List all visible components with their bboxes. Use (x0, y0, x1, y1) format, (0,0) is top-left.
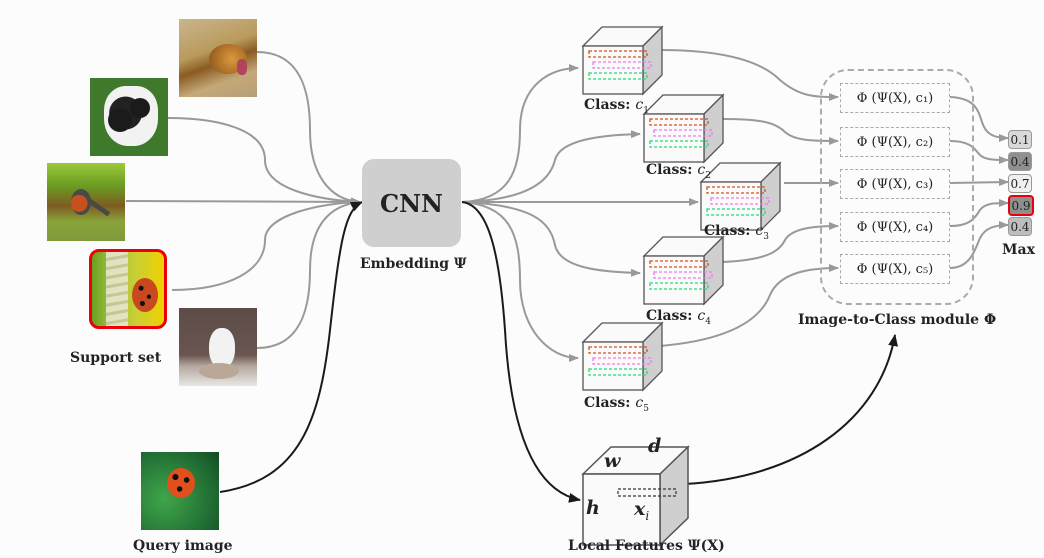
local-features-cube (581, 445, 690, 547)
phi-function-3: Φ (Ψ(X), c₃) (840, 169, 950, 199)
cnn-embedding-box: CNN (362, 159, 461, 247)
score-4-max: 0.9 (1008, 195, 1034, 216)
local-descriptor-stripe (649, 260, 709, 268)
local-descriptor-stripe (592, 357, 652, 365)
support-image-lion[interactable] (179, 19, 257, 97)
dim-d-label: d (648, 435, 662, 457)
cnn-to-class-arrows (461, 64, 699, 362)
support-to-cnn-arrows (125, 51, 361, 349)
local-descriptor-stripe (653, 271, 713, 279)
arrow-fox (256, 198, 361, 349)
class-cube-4 (642, 235, 725, 306)
local-descriptor-stripe (649, 118, 709, 126)
phi-function-2: Φ (Ψ(X), c₂) (840, 127, 950, 157)
arrow-ladybug (171, 198, 361, 291)
local-descriptor-stripe (710, 197, 770, 205)
local-descriptor-stripe (588, 72, 648, 80)
local-descriptor-stripe (706, 186, 766, 194)
local-descriptor-stripe (588, 368, 648, 376)
local-descriptor-stripe (653, 129, 713, 137)
class-to-module-arrows (659, 49, 839, 347)
support-image-dog[interactable] (90, 78, 168, 156)
class-cube-1 (581, 25, 664, 96)
dim-h-label: h (586, 497, 600, 519)
phi-function-1: Φ (Ψ(X), c₁) (840, 83, 950, 113)
class-cube-2 (642, 93, 725, 164)
class-feature-cubes (581, 25, 782, 392)
support-image-bird[interactable] (47, 163, 125, 241)
arrow-to-c2 (461, 130, 641, 203)
class-label-3: Class: c3 (704, 223, 769, 242)
module-to-score-arrows (949, 96, 1009, 269)
local-descriptor-stripe (649, 140, 709, 148)
local-descriptor-bar (617, 488, 677, 497)
query-image[interactable] (141, 452, 219, 530)
class-cube-5 (581, 321, 664, 392)
descriptor-label: xi (634, 498, 650, 523)
class-label-5: Class: c5 (584, 395, 649, 414)
score-5: 0.4 (1008, 217, 1032, 236)
score-1: 0.1 (1008, 130, 1032, 149)
support-set-label: Support set (70, 350, 162, 366)
query-to-cnn-arrow (219, 201, 363, 493)
class-label-2: Class: c2 (646, 162, 711, 181)
local-descriptor-stripe (592, 61, 652, 69)
arrow-to-c5 (461, 201, 579, 362)
arrow-bird (125, 197, 361, 206)
local-descriptor-stripe (588, 346, 648, 354)
local-features-label: Local Features Ψ(X) (568, 538, 725, 554)
module-label: Image-to-Class module Φ (798, 312, 997, 328)
class-label-4: Class: c4 (646, 308, 711, 327)
cnn-to-local-features-arrow (461, 201, 581, 503)
score-2: 0.4 (1008, 152, 1032, 171)
local-features-to-module-arrow (683, 334, 899, 485)
image-to-class-module (820, 69, 974, 305)
embedding-label: Embedding Ψ (360, 256, 467, 272)
max-label: Max (1002, 242, 1035, 258)
arrow-to-c1 (461, 64, 579, 203)
arrow-dog (167, 117, 361, 206)
arrow-to-c4 (461, 201, 641, 277)
support-image-ladybug-selected[interactable] (89, 249, 167, 329)
support-image-arctic-fox[interactable] (179, 308, 257, 386)
phi-function-5: Φ (Ψ(X), c₅) (840, 254, 950, 284)
class-label-1: Class: c1 (584, 97, 649, 116)
cnn-label: CNN (380, 188, 443, 218)
arrow-lion (256, 51, 361, 206)
local-descriptor-stripe (649, 282, 709, 290)
class-cube-3 (699, 161, 782, 232)
dim-w-label: w (604, 450, 621, 472)
local-descriptor-stripe (588, 50, 648, 58)
phi-function-4: Φ (Ψ(X), c₄) (840, 212, 950, 242)
local-descriptor-stripe (706, 208, 766, 216)
score-3: 0.7 (1008, 174, 1032, 193)
query-image-label: Query image (133, 538, 233, 554)
